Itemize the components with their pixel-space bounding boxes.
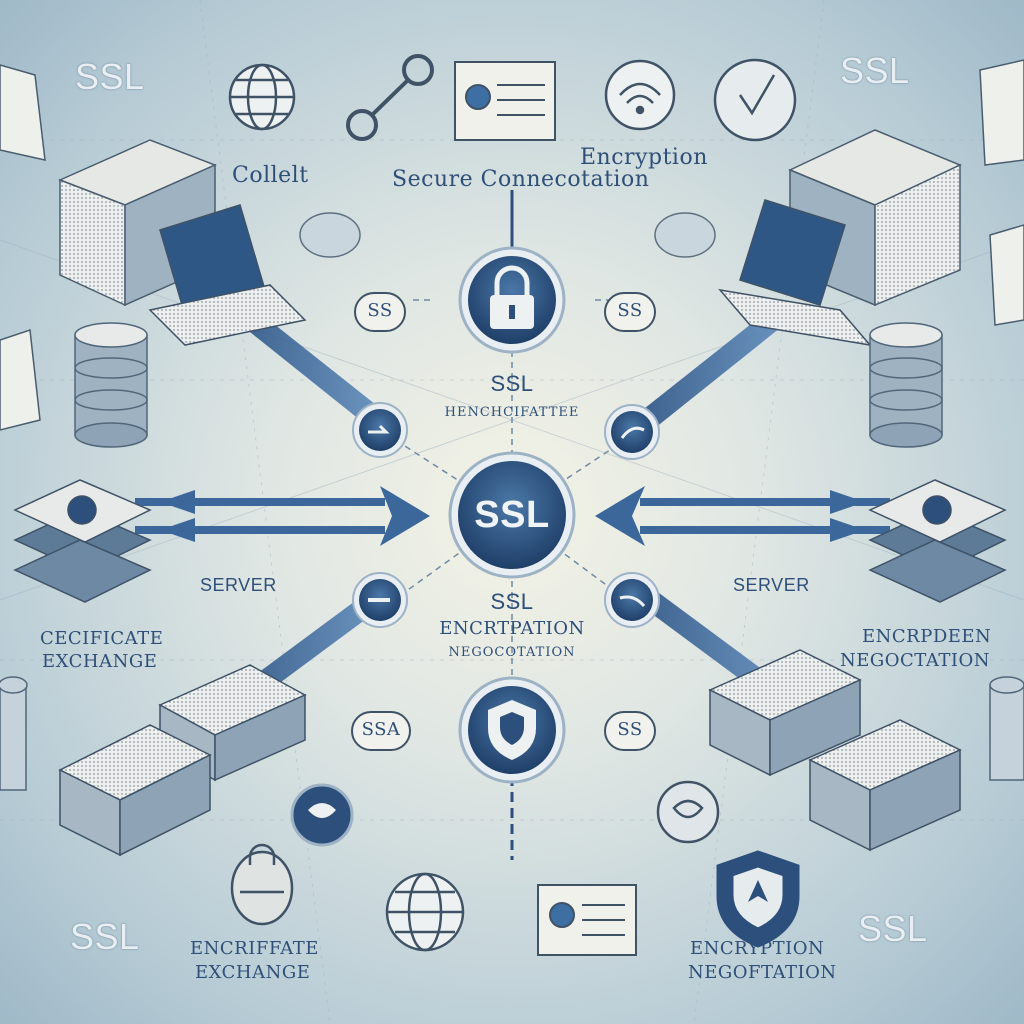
shield-icon (458, 676, 566, 784)
heart-badge-icon-left (290, 783, 354, 847)
pill-label-right-upper: SS (617, 300, 643, 321)
node-icon-lower-left (352, 572, 408, 628)
database-stack-left (74, 322, 148, 448)
globe-icon (228, 63, 296, 131)
lock-icon (458, 246, 566, 354)
document-edge-left (0, 64, 46, 431)
encr-negotiation-right-line1: ENCRPDEEN (862, 626, 992, 647)
secure-connection-label: Secure Connecotation (392, 167, 650, 192)
center-lower-line2: NEGOCOTATION (448, 645, 576, 660)
pill-label-left-upper: SS (367, 300, 393, 321)
heart-badge-icon-right (656, 780, 720, 844)
laptop-top-right (718, 199, 872, 347)
client-label: Collelt (232, 163, 309, 188)
document-edge-right (979, 59, 1024, 326)
database-stack-right (869, 322, 943, 448)
node-icon-lower-right (604, 572, 660, 628)
certificate-card-icon-bottom (537, 884, 637, 956)
server-label-right: SERVER (733, 575, 810, 595)
node-icon-upper-left (352, 402, 408, 458)
server-stack-left (13, 479, 152, 603)
cloud-orb-right (654, 212, 716, 258)
right-arrows (595, 486, 890, 546)
encryption-label-top: Encryption (580, 145, 708, 170)
node-icon-upper-right (604, 404, 660, 460)
center-lower-line1: ENCRTPATION (439, 618, 585, 639)
ssl-label-bottom-left: SSL (70, 916, 140, 957)
center-ssl-badge-text: SSL (474, 494, 550, 536)
ssl-label-bottom-right: SSL (858, 908, 928, 949)
certificate-card-icon-top (454, 61, 556, 141)
wifi-badge-icon (604, 59, 676, 131)
server-label-left: SERVER (200, 575, 277, 595)
pill-label-right-lower: SS (617, 719, 643, 740)
bottom-left-line1: ENCRIFFATE (190, 938, 319, 959)
bottom-right-line1: ENCRYPTION (690, 938, 825, 959)
database-edge-right (989, 676, 1024, 781)
left-arrows (135, 486, 430, 546)
center-subtitle-upper: HENCHCIFATTEE (444, 405, 580, 420)
bottom-right-line2: NEGOFTATION (688, 962, 837, 983)
padlock-icon-bottom-left (230, 843, 294, 926)
bottom-left-line2: EXCHANGE (195, 962, 311, 983)
pill-shapes (351, 292, 656, 751)
server-block-lower-right-2 (808, 719, 962, 852)
server-block-lower-right-1 (708, 649, 862, 777)
encr-negotiation-right-line2: NEGOCTATION (840, 650, 990, 671)
server-block-lower-left-2 (58, 724, 212, 857)
globe-icon-bottom (385, 872, 465, 952)
chain-link-icon (346, 54, 434, 141)
pill-label-left-lower: SSA (361, 719, 401, 740)
cert-exchange-left-line2: EXCHANGE (42, 651, 158, 672)
cloud-orb-left (299, 212, 361, 258)
ssl-label-top-right: SSL (840, 50, 910, 91)
shield-check-icon-top (713, 58, 797, 142)
center-ssl-label-lower: SSL (490, 589, 534, 614)
center-ssl-badge (448, 451, 576, 579)
database-edge-left (0, 676, 28, 791)
server-stack-right (868, 479, 1007, 603)
ssl-label-top-left: SSL (75, 56, 145, 97)
cert-exchange-left-line1: CECIFICATE (40, 628, 164, 649)
center-ssl-label-upper: SSL (490, 371, 534, 396)
shield-icon-bottom-right (716, 850, 800, 948)
laptop-top-left (148, 204, 307, 346)
